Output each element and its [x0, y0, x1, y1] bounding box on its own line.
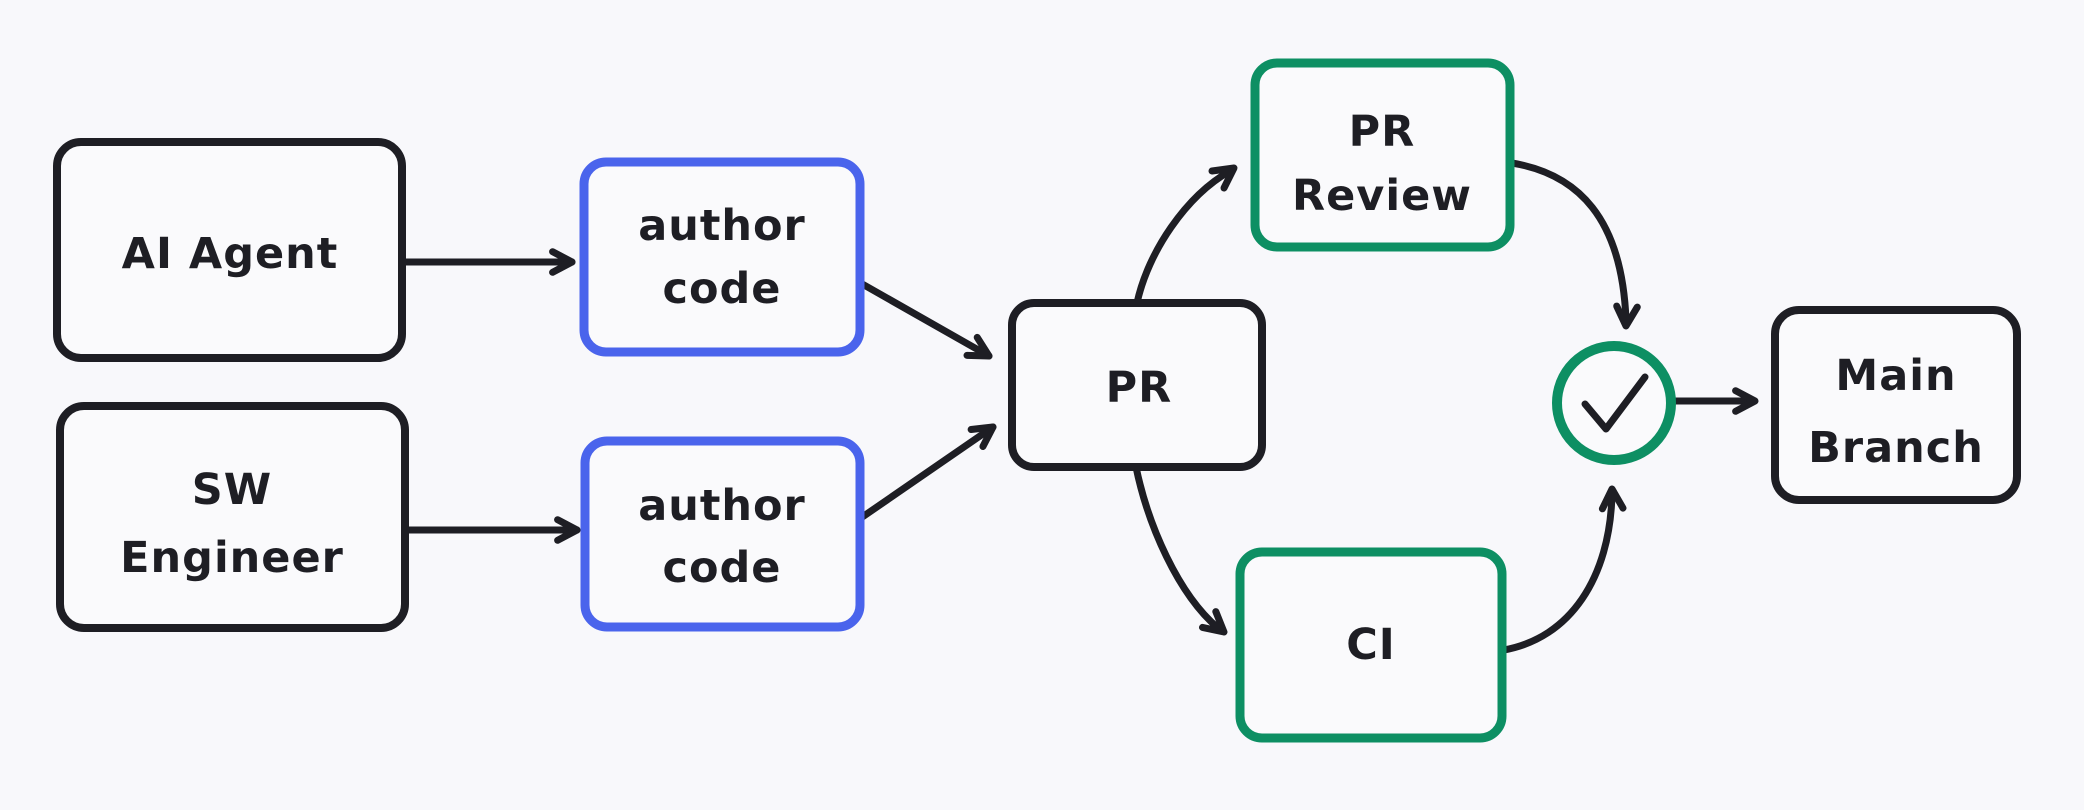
main-branch-label-line1: Main — [1835, 351, 1956, 401]
pr-review-label-line1: PR — [1349, 107, 1416, 157]
pr-box — [1008, 299, 1266, 471]
node-author-code-bottom: author code — [580, 436, 865, 632]
author-code-top-box — [579, 157, 865, 357]
author-code-bottom-box — [580, 436, 865, 632]
ci-label: CI — [1346, 620, 1396, 670]
node-ci: CI — [1235, 547, 1507, 743]
author-code-bottom-label-line2: code — [663, 543, 782, 593]
node-pr-review: PR Review — [1250, 58, 1515, 252]
main-branch-box — [1771, 306, 2021, 504]
ci-box — [1235, 547, 1507, 743]
edge-author-code-bottom-to-pr — [854, 423, 997, 524]
check-icon — [1581, 373, 1649, 433]
sw-engineer-label-line2: Engineer — [120, 533, 344, 583]
edge-ci-to-approval-check — [1500, 485, 1627, 654]
node-pr: PR — [1008, 299, 1266, 471]
edge-author-code-top-to-pr — [853, 277, 993, 360]
node-main-branch: Main Branch — [1771, 306, 2021, 504]
pr-label: PR — [1106, 363, 1173, 413]
edge-approval-check-to-main-branch — [1672, 387, 1759, 415]
edge-pr-review-to-approval-check — [1508, 159, 1641, 330]
node-sw-engineer: SW Engineer — [56, 402, 409, 632]
edge-pr-to-pr-review — [1133, 164, 1238, 307]
node-ai-agent: AI Agent — [53, 138, 406, 362]
node-author-code-top: author code — [579, 157, 865, 357]
sw-engineer-label-line1: SW — [192, 465, 272, 515]
sw-engineer-box — [56, 402, 409, 632]
author-code-bottom-label-line1: author — [638, 481, 806, 531]
edge-ai-agent-to-author-code-top — [401, 248, 576, 276]
author-code-top-label-line2: code — [663, 264, 782, 314]
pr-review-label-line2: Review — [1292, 171, 1472, 221]
main-branch-label-line2: Branch — [1808, 423, 1984, 473]
edge-pr-to-ci — [1132, 463, 1228, 636]
edge-sw-engineer-to-author-code-bottom — [404, 516, 581, 544]
author-code-top-label-line1: author — [638, 201, 806, 251]
ai-agent-label: AI Agent — [122, 229, 339, 279]
ai-agent-box — [53, 138, 406, 362]
approval-circle — [1552, 341, 1676, 465]
pr-review-box — [1250, 58, 1515, 252]
node-approval-check — [1552, 341, 1676, 465]
